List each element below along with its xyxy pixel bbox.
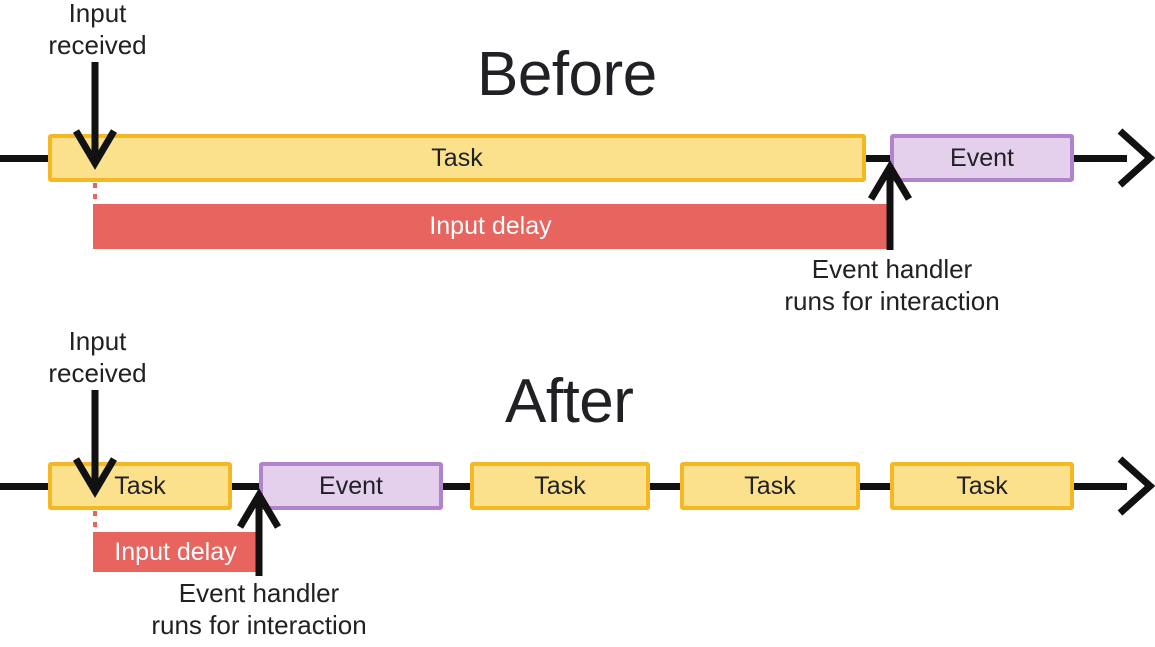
after-event-box[interactable]: Event: [259, 462, 443, 510]
after-timeline-segment-1: [228, 483, 263, 490]
after-task-box-2[interactable]: Task: [470, 462, 650, 510]
after-input-delay-label: Input delay: [114, 537, 237, 566]
after-task-label-4: Task: [956, 471, 1008, 500]
after-input-dotted-connector: [93, 511, 97, 532]
after-task-label-3: Task: [744, 471, 796, 500]
before-timeline-segment-left: [0, 155, 52, 162]
before-input-received-callout: Input received: [48, 0, 147, 60]
before-input-delay-label: Input delay: [429, 212, 552, 240]
after-timeline-segment-0: [0, 483, 52, 490]
before-task-label: Task: [431, 143, 483, 172]
before-timeline-segment-right: [1069, 155, 1127, 162]
before-event-label: Event: [950, 143, 1014, 172]
after-event-handler-callout: Event handler runs for interaction: [151, 578, 367, 640]
after-timeline-segment-5: [1069, 483, 1127, 490]
before-input-dotted-connector: [93, 183, 97, 204]
before-event-handler-callout: Event handler runs for interaction: [784, 254, 1000, 316]
after-timeline-segment-4: [856, 483, 893, 490]
before-timeline-segment-mid: [862, 155, 894, 162]
after-task-box-4[interactable]: Task: [890, 462, 1074, 510]
before-input-delay-bar[interactable]: Input delay: [93, 204, 888, 249]
after-section-title: After: [505, 367, 634, 436]
after-input-received-callout: Input received: [48, 326, 147, 388]
after-timeline-segment-2: [439, 483, 476, 490]
after-event-label: Event: [319, 471, 383, 500]
before-task-box[interactable]: Task: [48, 134, 866, 182]
before-event-box[interactable]: Event: [890, 134, 1074, 182]
after-task-label-1: Task: [114, 471, 166, 500]
before-section-title: Before: [477, 40, 657, 109]
after-input-delay-bar[interactable]: Input delay: [93, 532, 258, 572]
after-task-label-2: Task: [534, 471, 586, 500]
after-task-box-3[interactable]: Task: [680, 462, 860, 510]
after-timeline-segment-3: [646, 483, 683, 490]
after-task-box-1[interactable]: Task: [48, 462, 232, 510]
